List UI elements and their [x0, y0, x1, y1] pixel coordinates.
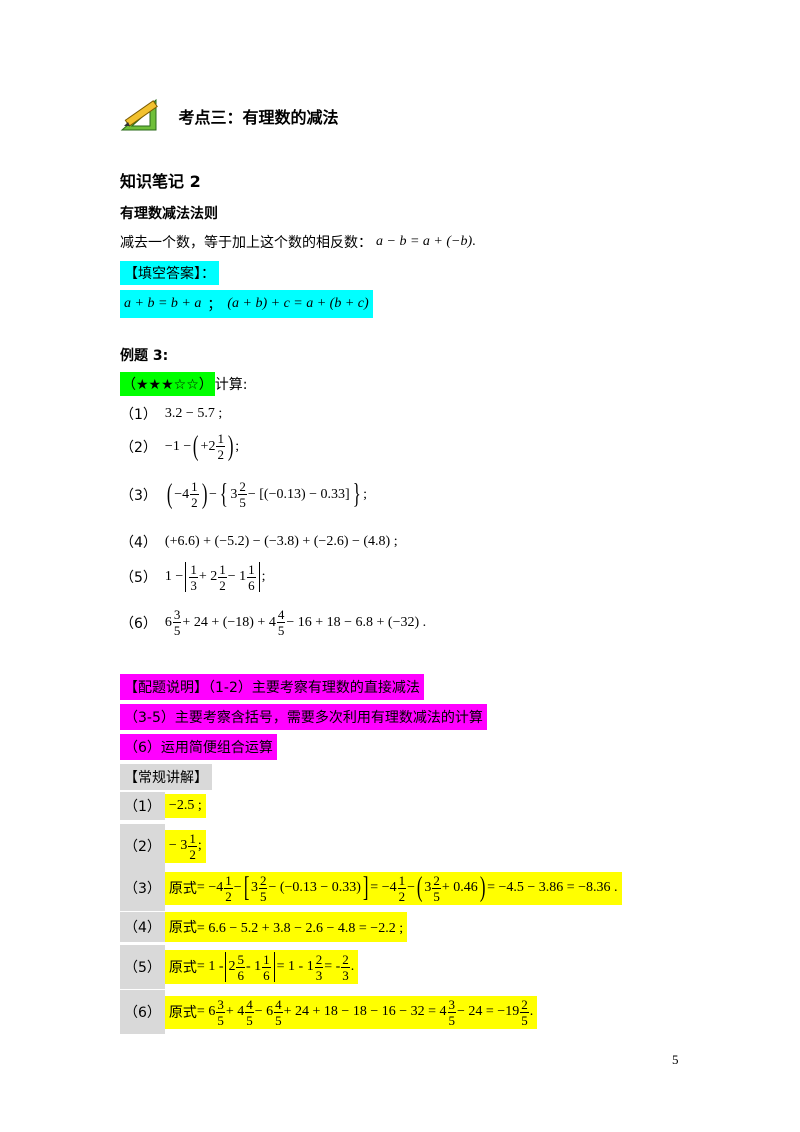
fill-answer-1: a + b = b + a: [124, 296, 202, 311]
rule-text: 减去一个数，等于加上这个数的相反数：: [120, 235, 372, 251]
rule-formula: a − b = a + (−b): [376, 234, 473, 249]
fill-answers: a + b = b + a ； (a + b) + c = a + (b + c…: [120, 290, 373, 318]
difficulty-stars: （★★★☆☆）: [120, 372, 215, 396]
notes-heading: 知识笔记 2: [120, 172, 201, 191]
solution-heading: 【常规讲解】: [120, 764, 212, 790]
section-header: 考点三：有理数的减法: [120, 96, 338, 136]
rule-line: 减去一个数，等于加上这个数的相反数： a − b = a + (−b) .: [120, 234, 476, 251]
example-instruction-line: （★★★☆☆） 计算:: [120, 372, 247, 396]
example-instruction: 计算:: [214, 377, 248, 393]
solution-4: （4） 原式= 6.6 − 5.2 + 3.8 − 2.6 − 4.8 = −2…: [120, 912, 408, 942]
rule-title: 有理数减法法则: [120, 206, 218, 222]
design-note-2: （3-5）主要考察含括号，需要多次利用有理数减法的计算: [120, 704, 487, 730]
page-number: 5: [672, 1052, 679, 1067]
example-item-4: （4） (+6.6) + (−5.2) − (−3.8) + (−2.6) − …: [120, 534, 398, 551]
design-note-1: 【配题说明】（1-2）主要考察有理数的直接减法: [120, 674, 424, 700]
fill-answer-2: (a + b) + c = a + (b + c): [227, 296, 369, 311]
example-heading: 例题 3:: [120, 348, 169, 364]
section-title: 考点三：有理数的减法: [178, 108, 339, 127]
design-note-3: （6）运用简便组合运算: [120, 734, 277, 760]
solution-1: （1） −2.5 ;: [120, 792, 206, 820]
pencil-ruler-icon: [120, 96, 164, 136]
example-item-1: （1） 3.2 − 5.7 ;: [120, 406, 223, 423]
fill-label: 【填空答案】：: [120, 261, 219, 285]
fill-sep: ；: [207, 297, 222, 313]
